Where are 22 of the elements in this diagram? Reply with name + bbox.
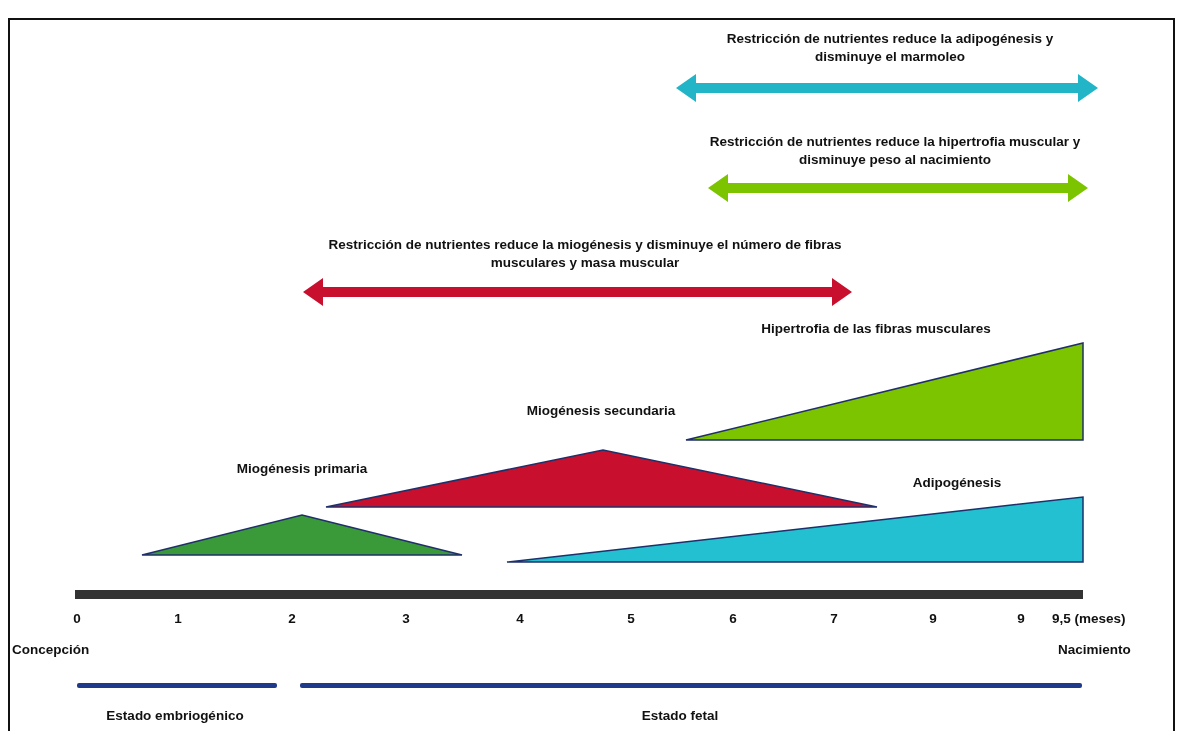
effect-note: Restricción de nutrientes reduce la miogénesis y disminuye el número de fibras musculares y masa muscular [327, 236, 843, 272]
event-label: Nacimiento [1058, 641, 1132, 659]
tick-label: 6 [728, 610, 738, 628]
period-label: Estado embriogénico [105, 707, 245, 725]
tick-label: 9,5 (meses) [1052, 610, 1127, 628]
tick-label: 7 [829, 610, 839, 628]
effect-note: Restricción de nutrientes reduce la hipertrofia muscular y disminuye peso al nacimiento [708, 133, 1082, 169]
tick-label: 0 [72, 610, 82, 628]
stage-label: Miogénesis secundaria [525, 402, 677, 420]
event-label: Concepción [12, 641, 91, 659]
tick-label: 4 [515, 610, 525, 628]
tick-label: 9 [928, 610, 938, 628]
period-label: Estado fetal [640, 707, 720, 725]
effect-note: Restricción de nutrientes reduce la adipogénesis y disminuye el marmoleo [725, 30, 1055, 66]
tick-label: 5 [626, 610, 636, 628]
stage-label: Adipogénesis [911, 474, 1003, 492]
tick-label: 1 [173, 610, 183, 628]
tick-label: 2 [287, 610, 297, 628]
tick-label: 3 [401, 610, 411, 628]
stage-label: Hipertrofia de las fibras musculares [760, 320, 992, 338]
tick-label: 9 [1016, 610, 1026, 628]
stage-label: Miogénesis primaria [235, 460, 369, 478]
